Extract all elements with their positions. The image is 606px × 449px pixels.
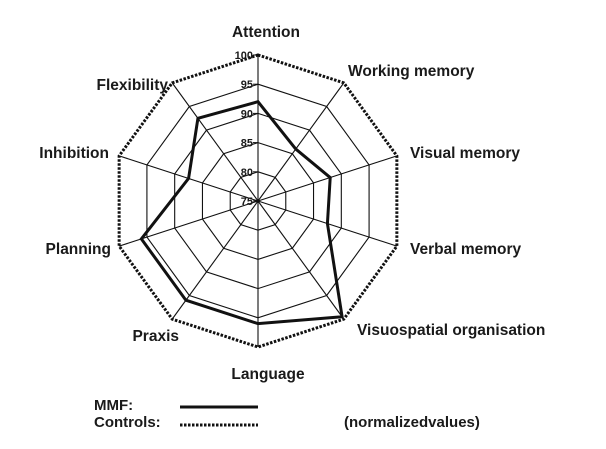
normalized-values-note: (normalizedvalues) — [344, 414, 480, 431]
series-controls-line — [117, 53, 399, 349]
tick-label-75: 75 — [241, 196, 253, 208]
tick-label-85: 85 — [241, 138, 253, 150]
axis-label-visual-memory: Visual memory — [410, 145, 520, 162]
axis-label-praxis: Praxis — [132, 328, 179, 345]
axis-label-language: Language — [231, 366, 305, 383]
tick-label-95: 95 — [241, 79, 253, 91]
axis-label-working-memory: Working memory — [348, 63, 475, 80]
tick-label-90: 90 — [241, 108, 253, 120]
legend — [180, 405, 258, 427]
axis-label-attention: Attention — [232, 24, 300, 41]
axis-label-verbal-memory: Verbal memory — [410, 241, 522, 258]
tick-label-100: 100 — [235, 50, 253, 62]
radial-tick-labels: 75 80 85 90 95 100 — [235, 50, 258, 208]
axis-label-flexibility: Flexibility — [97, 77, 169, 94]
grid-spoke — [257, 200, 345, 320]
grid-spoke — [257, 82, 345, 202]
legend-mmf-label: MMF: — [94, 397, 134, 414]
axis-label-inhibition: Inhibition — [39, 145, 109, 162]
axis-label-planning: Planning — [46, 241, 111, 258]
grid-spoke — [257, 155, 398, 202]
tick-label-80: 80 — [241, 167, 253, 179]
radar-series — [117, 53, 399, 349]
axis-label-visuospatial-organisation: Visuospatial organisation — [357, 322, 545, 339]
series-mmf-line — [139, 100, 344, 326]
legend-controls-label: Controls: — [94, 414, 161, 431]
grid-spoke — [171, 82, 259, 202]
